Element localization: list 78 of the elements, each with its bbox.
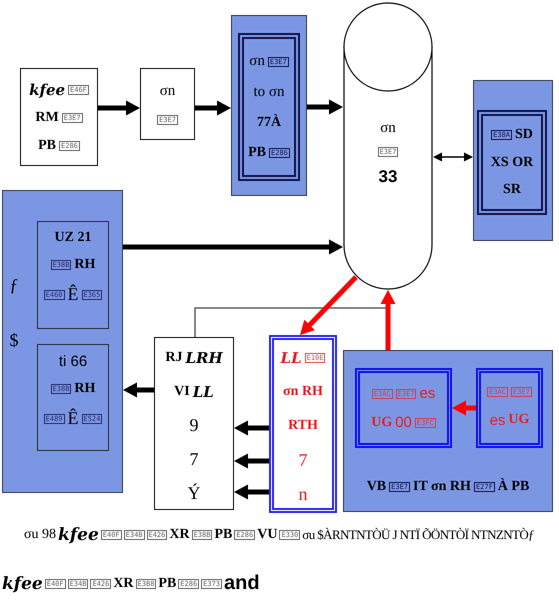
double-arrow [433, 152, 473, 162]
arrow [380, 290, 396, 350]
arrow [234, 420, 269, 436]
caption-text: kfee [58, 525, 99, 545]
node-text: IT σn RH [413, 479, 471, 495]
node-text: RM [35, 110, 59, 126]
panel [473, 80, 553, 241]
node-text: RTH [288, 418, 318, 434]
arrow [307, 99, 343, 114]
process-box [140, 68, 195, 140]
node-text: VB [366, 479, 386, 495]
node-text: Ê [68, 284, 78, 305]
node-text: UG [371, 414, 392, 430]
node-text: ƒ [10, 275, 18, 296]
node-text: Ý [188, 482, 200, 504]
node-text: 00 [395, 414, 412, 431]
process-box [20, 68, 98, 166]
node-text: σn [249, 53, 265, 70]
node-text: 7 [298, 450, 308, 470]
caption-text: PB [158, 576, 176, 592]
node-text: es [419, 385, 436, 402]
node-text: PB [248, 145, 266, 161]
node-text: ti 66 [58, 353, 88, 370]
node-text: 77À [256, 115, 282, 131]
node-text: LL [280, 349, 302, 367]
arrow [300, 275, 358, 335]
node-text: À PB [498, 479, 530, 495]
arrow [234, 454, 269, 469]
node-text: 33 [378, 167, 398, 187]
node-text: RJ [165, 350, 182, 366]
node-text: 9 [190, 415, 198, 436]
panel [2, 190, 123, 493]
process-box [37, 221, 109, 329]
caption-text: VU [257, 527, 278, 543]
node-text: LRH [185, 349, 223, 367]
panel [231, 15, 307, 196]
process-box [355, 368, 452, 448]
caption-text: XR [113, 576, 134, 592]
arrow [98, 100, 140, 116]
node-text: to σn [253, 84, 284, 101]
cylinder [343, 2, 433, 290]
node-text: LL [192, 382, 214, 401]
node-text: UG [508, 412, 530, 428]
process-box [269, 335, 337, 513]
caption-text: kfee [2, 574, 43, 594]
node-text: σn [160, 83, 176, 100]
node-text: $ [10, 330, 18, 351]
caption-text: PB [214, 527, 232, 543]
arrow [123, 239, 343, 254]
process-box [37, 344, 109, 451]
arrow [123, 382, 154, 398]
caption-text: XR [169, 527, 190, 543]
arrow [195, 100, 231, 116]
node-text: XS OR [490, 154, 534, 170]
node-text: RH [74, 257, 96, 273]
node-text: σn RH [283, 384, 323, 400]
node-text: kfee [29, 80, 66, 98]
node-text: SD [514, 127, 533, 144]
node-text: RH [74, 381, 96, 397]
process-box [477, 110, 547, 215]
panel [343, 350, 553, 512]
arrow [452, 400, 476, 416]
node-text: 7 [190, 448, 198, 470]
node-text: n [298, 484, 308, 504]
process-box [238, 33, 300, 181]
process-box [476, 368, 543, 448]
node-text: es [490, 412, 506, 429]
process-box [154, 337, 234, 510]
arrow [234, 484, 269, 500]
node-text: SR [503, 182, 521, 198]
caption-text: and [224, 572, 260, 595]
node-text: σn [380, 120, 396, 137]
caption-text: σu 98 [24, 527, 56, 543]
node-text: Ê [68, 408, 78, 429]
caption-text: σu $ÀRNTNTÒÜ J NTÏ ÕÖNTÒÏ NTNZNTÒƒ [302, 527, 534, 543]
node-text: VI [174, 384, 190, 400]
node-text: UZ 21 [54, 230, 92, 246]
node-text: PB [38, 138, 56, 154]
